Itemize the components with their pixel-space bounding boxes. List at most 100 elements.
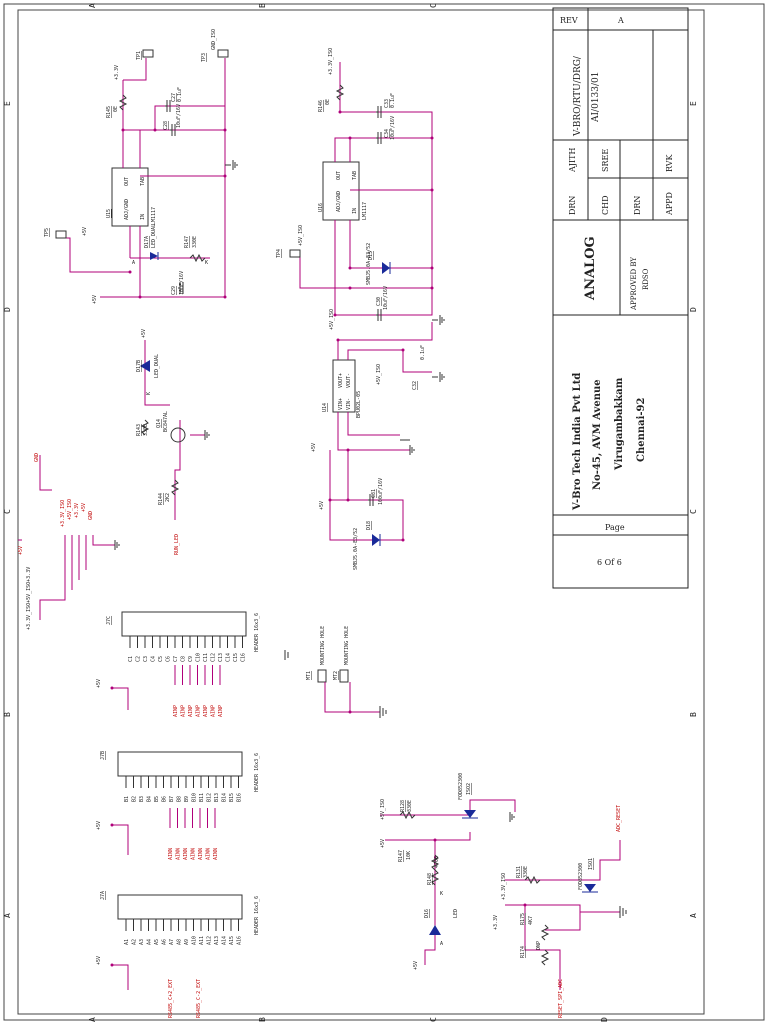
rail-gnd: GND: [88, 511, 94, 520]
u15-adj-pin: ADJ/GND: [124, 199, 130, 220]
net-label: AINP: [196, 705, 202, 717]
j7a-pin-label: A7: [169, 939, 175, 945]
u15-ref: U15: [106, 209, 112, 218]
d16-a: A: [440, 941, 443, 947]
j7b-pin-label: B14: [222, 793, 228, 802]
tp1-ref: TP1: [136, 51, 142, 60]
d17a-k: K: [205, 260, 208, 266]
j7c-pin-label: C2: [136, 656, 142, 662]
zone-label: C: [429, 3, 438, 8]
j7a-pin-label: A4: [147, 939, 153, 945]
j7c-pin-label: C5: [158, 656, 164, 662]
c33-ref: C33: [384, 99, 390, 108]
j7c-pin-label: C12: [211, 653, 217, 662]
company-address-2: Virugambakkam: [614, 377, 625, 471]
drn-value: AJITH: [568, 148, 577, 173]
iso2-value: FOD852300: [458, 773, 464, 800]
rail-33v: +3.3V: [74, 503, 80, 518]
r145-value: 0E: [113, 106, 119, 112]
approved-label: APPROVED BY: [630, 257, 638, 311]
net-label: AINN: [191, 848, 197, 860]
j7c-pin-label: C3: [143, 656, 149, 662]
zone-label: D: [600, 1017, 609, 1022]
c33-value: 0.1uF: [390, 93, 396, 108]
net-label: AINN: [213, 848, 219, 860]
j7c-pin-label: C1: [128, 656, 134, 662]
j7b-pin-label: B15: [229, 793, 235, 802]
j7a-pin-label: A11: [199, 936, 205, 945]
r148-value: 470E: [434, 856, 440, 868]
u14-v5-label: +5V: [311, 443, 317, 452]
run-led-v5: +5V: [141, 329, 147, 338]
appd-value: RVK: [665, 153, 674, 172]
d17b-ref: D17B: [136, 360, 142, 372]
j7a-pin-label: A2: [132, 939, 138, 945]
zone-markers-bottom: A B C D: [88, 1017, 609, 1022]
j7b-v5: +5V: [96, 821, 102, 830]
net-label: AINP: [188, 705, 194, 717]
zone-label: A: [689, 913, 698, 918]
j7c-v5: +5V: [96, 679, 102, 688]
r174-value: DNP: [536, 941, 542, 950]
u14-body: [332, 359, 356, 413]
drn-label: DRN: [568, 196, 577, 215]
company-name: V-Bro Tech India Pvt Ltd: [572, 373, 583, 511]
j7a-pin-label: A8: [177, 939, 183, 945]
company-address-3: Chennai-92: [636, 397, 647, 462]
j7c-pin-label: C16: [241, 653, 247, 662]
rev-value: A: [617, 16, 624, 25]
mt1-value: MOUNTING HOLE: [320, 626, 326, 665]
j7a-pin-label: A9: [184, 939, 190, 945]
q14-ref: Q14: [156, 419, 162, 428]
zone-label: E: [689, 101, 698, 106]
r147b-ref: R147: [398, 850, 404, 862]
opto-v5-label: +5V: [380, 839, 386, 848]
j7c-pin-label: C4: [151, 656, 157, 662]
r144-value: 2K2: [165, 493, 171, 502]
iso1-v33iso: +3.3V_ISO: [501, 873, 507, 900]
r131-value: 330E: [523, 866, 529, 878]
d17b-value: LED_DUAL: [154, 354, 160, 378]
appd-label: APPD: [665, 192, 674, 216]
chd-value: SREE: [601, 149, 610, 172]
zone-label: C: [429, 1017, 438, 1022]
j7b-pin-label: B10: [192, 793, 198, 802]
power-rail-labels: GND +5V +3.3V_ISO+5V_ISO+3.3V +3.3V_ISO …: [18, 453, 120, 630]
drn2-label: DRN: [633, 196, 642, 215]
j7a-value: HEADER 16x3_6: [254, 896, 260, 935]
adc-reset-net: ADC_RESET: [616, 805, 622, 832]
j7b-pin-label: B11: [199, 793, 205, 802]
c31-value: 100uF/16V: [378, 478, 384, 505]
led-d16-block: R148 470E D16 LED K A +5V: [413, 856, 459, 970]
j7b-pin-label: B16: [237, 793, 243, 802]
j7c-pin-label: C11: [203, 653, 209, 662]
gnd-iso-label: GND_ISO: [211, 29, 217, 50]
zone-label: A: [3, 913, 12, 918]
net-label: AINN: [198, 848, 204, 860]
u14-vout-minus: VOUT-: [346, 373, 352, 388]
tp4-ref: TP4: [276, 249, 282, 258]
j7b-pin-label: B8: [177, 796, 183, 802]
d15-value: SMBJ5.0A-E3/52: [366, 243, 372, 285]
net-label: AINP: [211, 705, 217, 717]
tp3-ref: TP3: [201, 53, 207, 62]
j7b-pin-label: B5: [154, 796, 160, 802]
j7c-pin-label: C9: [188, 656, 194, 662]
mt2-ref: MT2: [333, 671, 339, 680]
rail-5v: +5V: [18, 546, 24, 555]
d17b-k: K: [146, 392, 152, 395]
r143-ref: R143: [136, 424, 142, 436]
v5-label-u15: +5V: [92, 295, 98, 304]
u15-value: LM1117: [151, 207, 157, 225]
chd-label: CHD: [601, 195, 610, 215]
r131-ref: R131: [516, 866, 522, 878]
zone-label: C: [689, 509, 698, 514]
run-led-net: RUN_LED: [174, 534, 180, 555]
d16-v5: +5V: [413, 961, 419, 970]
gnd-net-label: GND: [34, 453, 40, 462]
j7c-pin-label: C8: [181, 656, 187, 662]
u14-vin-minus: VIN-: [346, 398, 352, 410]
r144-ref: R144: [158, 493, 164, 505]
iso1-ref: ISO1: [588, 858, 594, 870]
